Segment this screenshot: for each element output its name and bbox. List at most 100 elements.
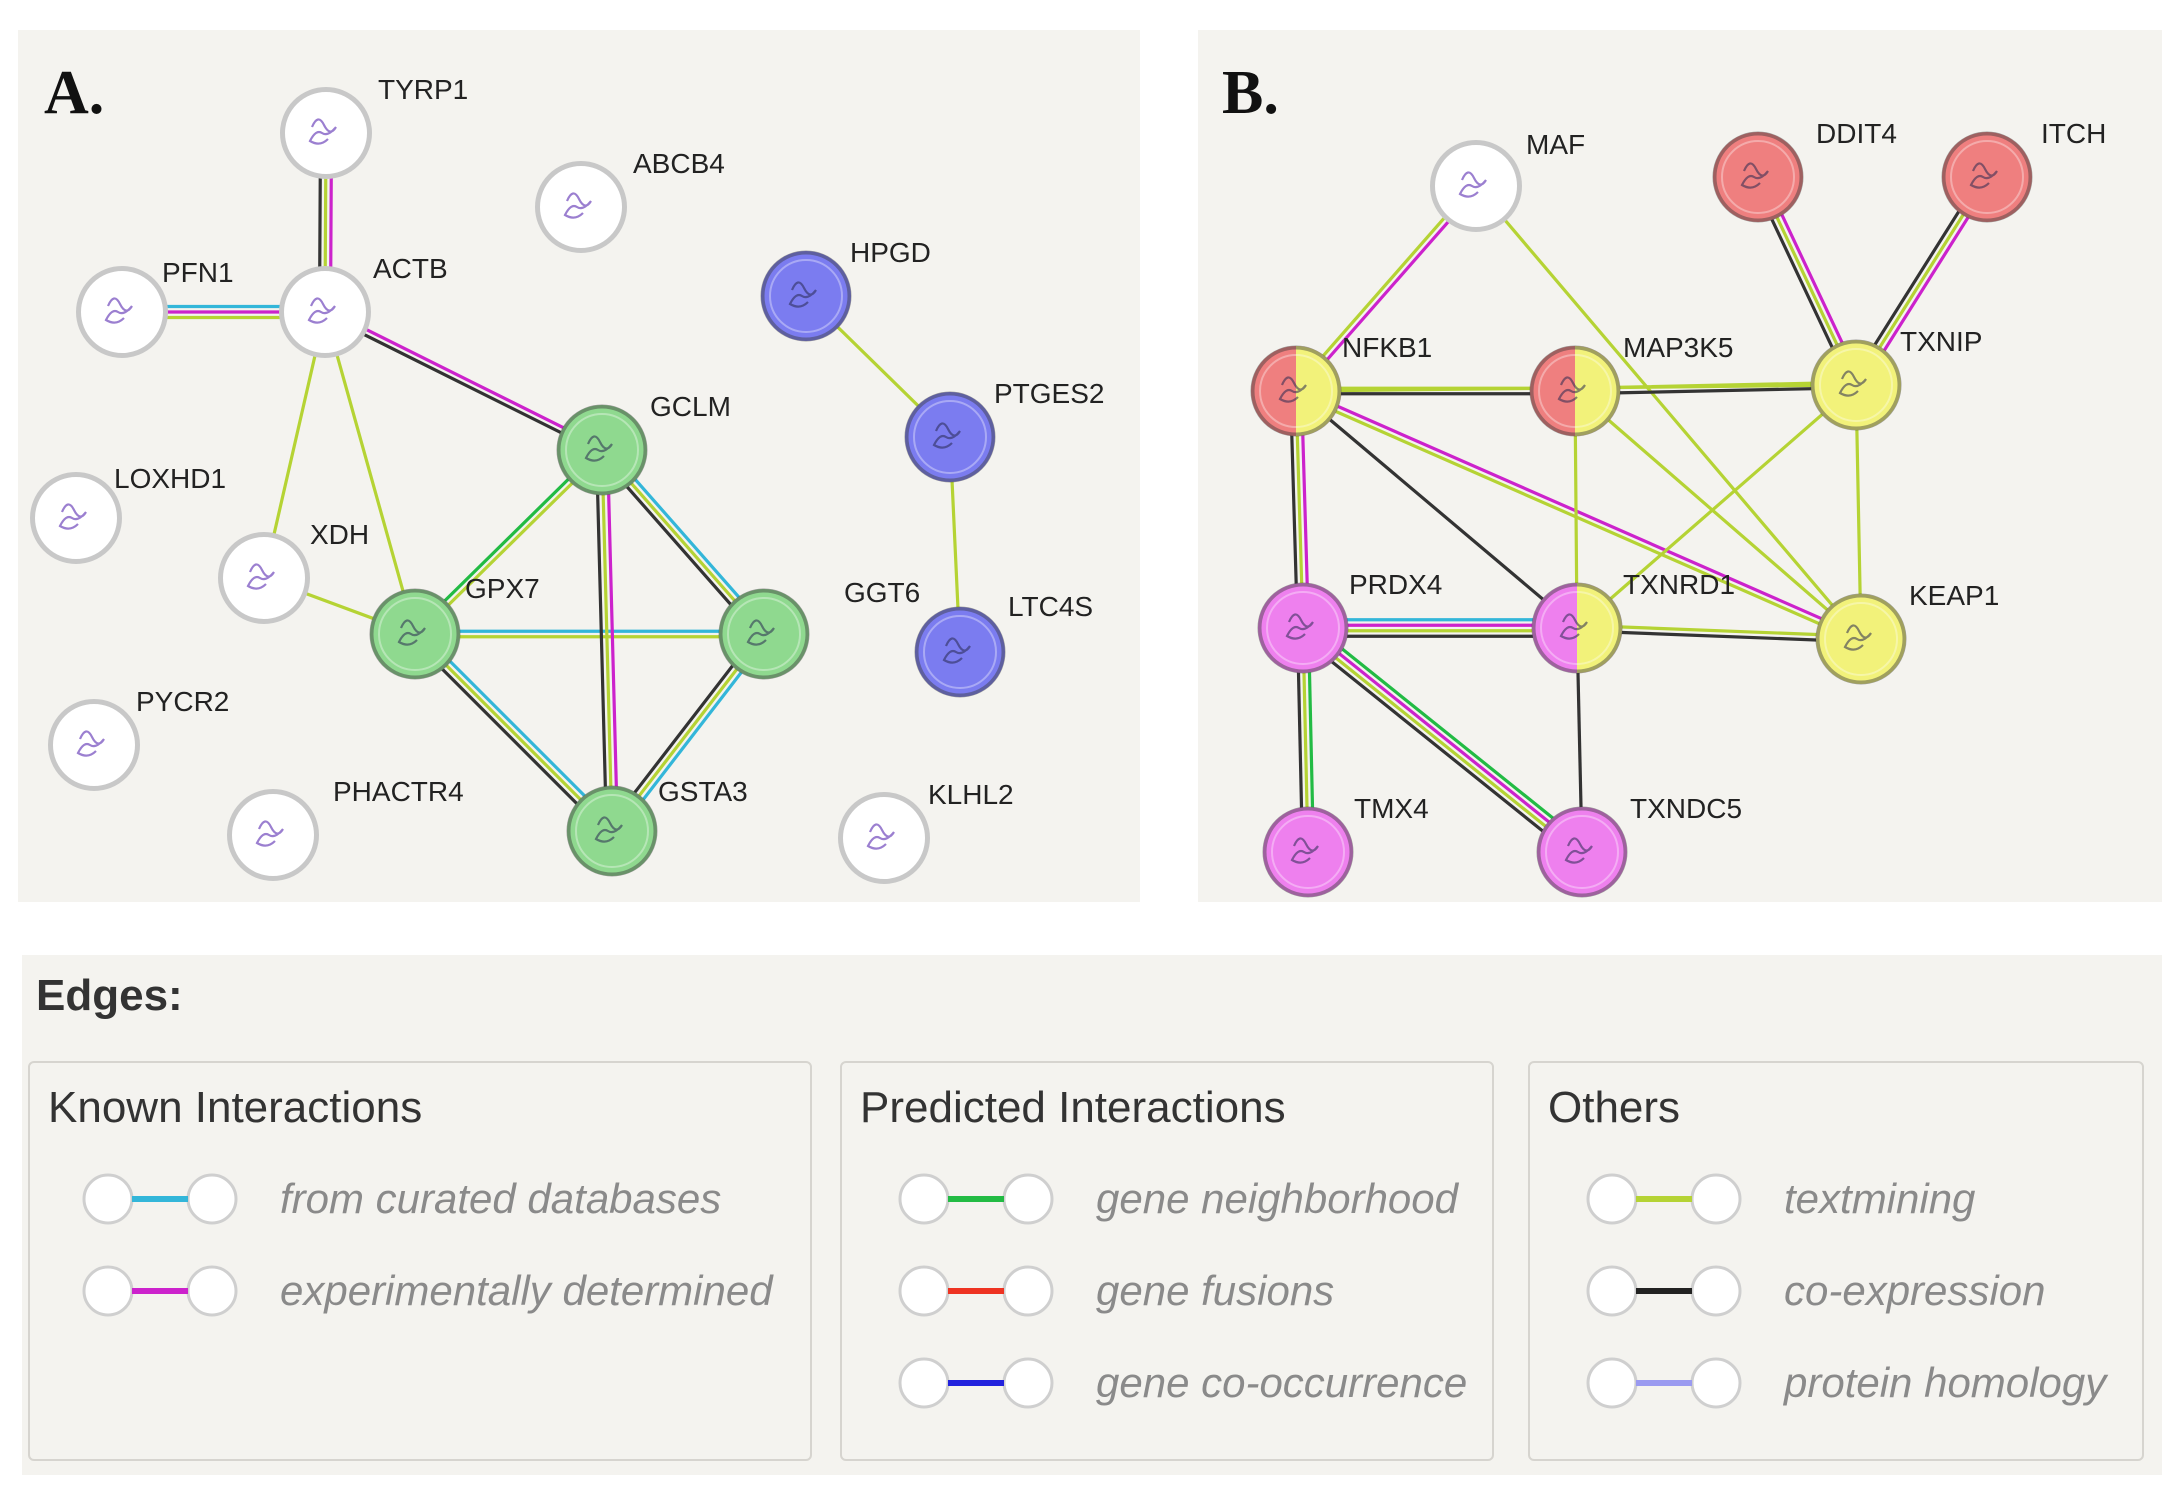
node-highlight	[544, 170, 618, 244]
edge-line-curated-databases	[417, 628, 618, 829]
edge-prdx4-txndc5	[1296, 619, 1589, 861]
node-label: ITCH	[2041, 118, 2106, 149]
protein-structure-icon	[932, 422, 961, 449]
protein-structure-icon	[1559, 613, 1588, 640]
node-map3k5[interactable]	[1529, 345, 1621, 437]
node-highlight	[1819, 348, 1893, 422]
protein-structure-icon	[942, 637, 971, 664]
node-fill-secondary	[1577, 583, 1622, 673]
node-border	[1941, 131, 2033, 223]
node-border	[1257, 582, 1349, 674]
node-fill	[1713, 132, 1803, 222]
node-highlight	[1950, 140, 2024, 214]
node-border	[30, 472, 122, 564]
node-border	[760, 250, 852, 342]
node-txnrd1[interactable]	[1531, 582, 1623, 674]
protein-structure-icon	[1838, 370, 1867, 397]
node-label: PRDX4	[1349, 569, 1442, 600]
protein-structure-icon	[746, 619, 775, 646]
edge-actb-gpx7	[323, 310, 417, 636]
node-border	[280, 87, 372, 179]
node-gclm[interactable]	[556, 404, 648, 496]
edge-gclm-gsta3	[594, 448, 620, 833]
protein-structure-icon	[584, 435, 613, 462]
protein-structure-icon	[397, 619, 426, 646]
panel-label-a: A.	[44, 59, 105, 127]
protein-structure-icon	[1969, 162, 1998, 189]
edge-prdx4-txnrd1	[1301, 618, 1579, 638]
node-abcb4[interactable]	[535, 161, 627, 253]
node-label: PTGES2	[994, 378, 1104, 409]
node-tyrp1[interactable]	[280, 87, 372, 179]
protein-structure-icon	[1285, 613, 1314, 640]
node-fill	[281, 88, 371, 178]
node-itch[interactable]	[1941, 131, 2033, 223]
legend-group-title: Predicted Interactions	[860, 1083, 1286, 1132]
node-gpx7[interactable]	[369, 588, 461, 680]
protein-structure-icon	[104, 297, 133, 324]
node-tmx4[interactable]	[1262, 806, 1354, 898]
swatch-node-right	[1002, 1265, 1054, 1317]
node-fill	[719, 589, 809, 679]
protein-structure-icon	[76, 730, 105, 757]
node-fill	[219, 533, 309, 623]
node-xdh[interactable]	[218, 532, 310, 624]
edge-swatch-icon	[898, 1357, 1054, 1409]
node-ggt6[interactable]	[718, 588, 810, 680]
edge-nfkb1-txnrd1	[1294, 389, 1579, 630]
node-gsta3[interactable]	[566, 785, 658, 877]
node-loxhd1[interactable]	[30, 472, 122, 564]
legend-item-label: co-expression	[1784, 1267, 2046, 1314]
node-fill	[1263, 807, 1353, 897]
legend-item-label: from curated databases	[280, 1175, 722, 1222]
protein-structure-icon	[1740, 162, 1769, 189]
legend-item-label: experimentally determined	[280, 1267, 773, 1314]
swatch-node-left	[82, 1265, 134, 1317]
node-border	[48, 699, 140, 791]
node-label: ABCB4	[633, 148, 725, 179]
swatch-node-right	[1002, 1173, 1054, 1225]
node-actb[interactable]	[279, 266, 371, 358]
node-keap1[interactable]	[1815, 593, 1907, 685]
node-phactr4[interactable]	[227, 789, 319, 881]
node-border	[1536, 806, 1628, 898]
edge-maf-keap1	[1474, 184, 1863, 641]
node-border	[535, 161, 627, 253]
node-label: KLHL2	[928, 779, 1014, 810]
node-nfkb1[interactable]	[1250, 345, 1342, 437]
node-ddit4[interactable]	[1712, 131, 1804, 223]
node-fill	[761, 251, 851, 341]
node-hpgd[interactable]	[760, 250, 852, 342]
edge-swatch-icon	[898, 1265, 1054, 1317]
node-highlight	[1538, 354, 1612, 428]
node-highlight	[85, 275, 159, 349]
node-pfn1[interactable]	[76, 266, 168, 358]
protein-structure-icon	[1557, 376, 1586, 403]
node-highlight	[923, 615, 997, 689]
node-label: PYCR2	[136, 686, 229, 717]
node-maf[interactable]	[1430, 140, 1522, 232]
node-pycr2[interactable]	[48, 699, 140, 791]
node-txndc5[interactable]	[1536, 806, 1628, 898]
legend-item-curated-databases: from curated databases	[80, 1169, 820, 1229]
legend-group-predicted-interactions: Predicted Interactions gene neighborhood…	[840, 1061, 1494, 1461]
node-border	[566, 785, 658, 877]
protein-structure-icon	[58, 503, 87, 530]
node-ptges2[interactable]	[904, 391, 996, 483]
legend-item-gene-co-occurrence: gene co-occurrence	[896, 1353, 1636, 1413]
node-txnip[interactable]	[1810, 339, 1902, 431]
node-fill	[31, 473, 121, 563]
node-highlight	[575, 794, 649, 868]
node-fill	[1431, 141, 1521, 231]
node-highlight	[57, 708, 131, 782]
swatch-node-left	[898, 1265, 950, 1317]
node-ltc4s[interactable]	[914, 606, 1006, 698]
node-fill	[228, 790, 318, 880]
node-prdx4[interactable]	[1257, 582, 1349, 674]
node-highlight	[769, 259, 843, 333]
swatch-node-left	[1586, 1265, 1638, 1317]
swatch-node-right	[186, 1265, 238, 1317]
node-klhl2[interactable]	[838, 792, 930, 884]
node-border	[914, 606, 1006, 698]
